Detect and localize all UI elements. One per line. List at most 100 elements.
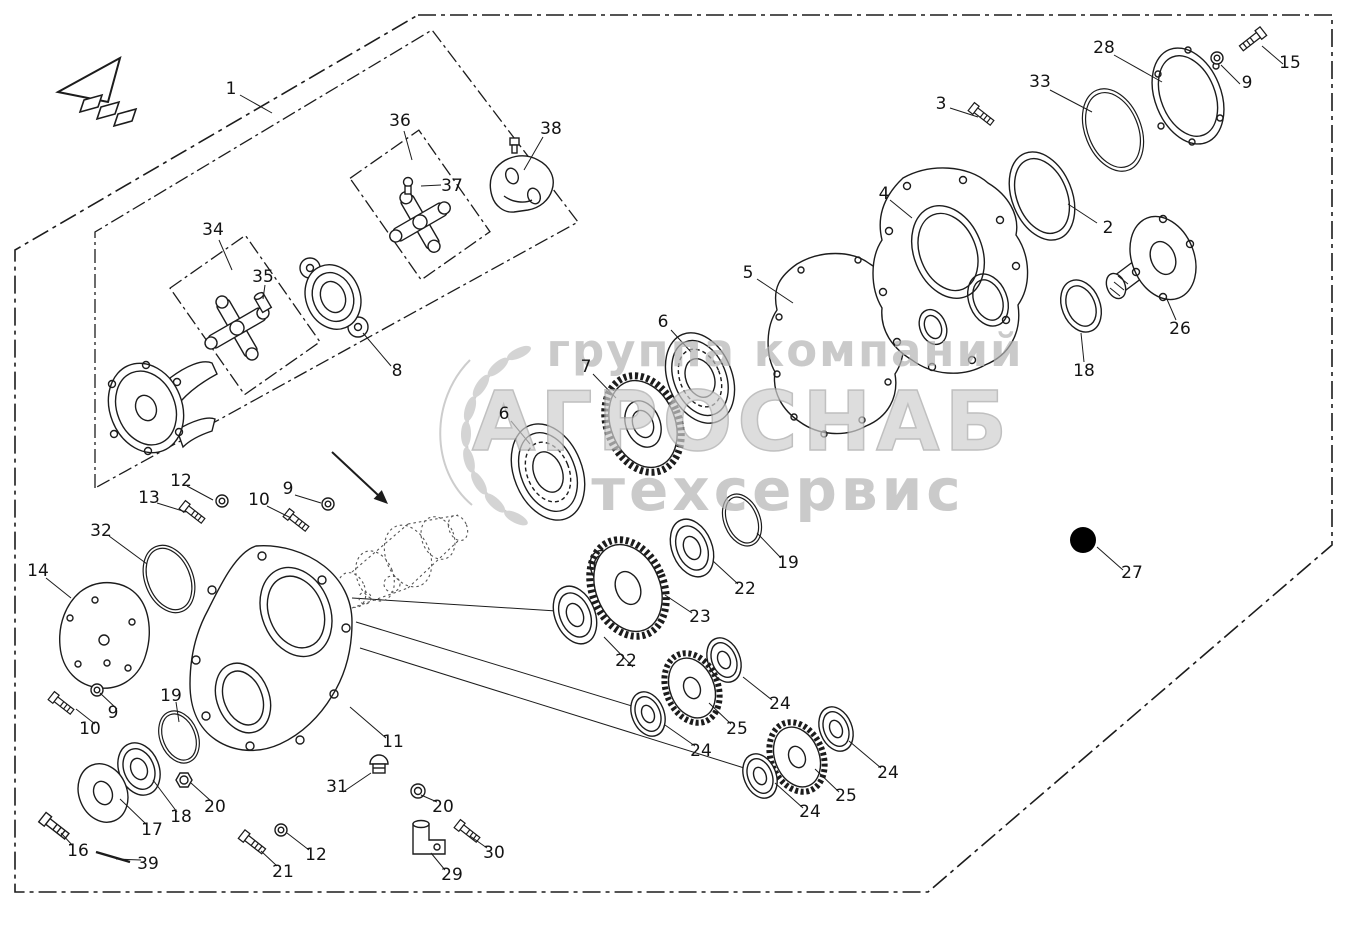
callout-label: 28 [1093,38,1115,58]
callout-label: 24 [690,741,712,761]
part-bearing-22-upper [669,518,715,578]
callout-label: 12 [170,471,192,491]
callout-label: 6 [499,404,510,424]
callout-label: 35 [252,267,274,287]
callout-label: 22 [615,651,637,671]
part-bearing-6-lower [510,423,586,521]
callout-label: 25 [835,786,857,806]
part-seal-ring-2 [1008,151,1076,241]
part-screw-15 [1237,26,1268,54]
part-gasket-ring-33 [1081,88,1145,172]
part-washer-12-lower [274,823,288,837]
callout-label: 24 [799,802,821,822]
callout-label: 37 [441,176,463,196]
callout-label: 18 [170,807,192,827]
callout-label: 24 [877,763,899,783]
part-washer-12-upper [215,494,229,508]
callout-label: 36 [389,111,411,131]
part-bearing-24-d [742,753,778,799]
watermark-line2: АГРОСНАБ [472,375,1012,470]
assembly-arrow [331,451,388,504]
callout-label: 9 [108,703,119,723]
part-bearing-24-b [630,691,666,737]
part-bearing-18-left [117,742,161,796]
assembly-axis-lines [351,597,758,773]
callout-label: 34 [202,220,224,240]
callout-label: 15 [1279,53,1301,73]
callout-label: 4 [879,184,890,204]
part-screw-13 [178,500,207,526]
part-elbow-fitting-29 [412,819,446,855]
part-washer-17 [77,763,129,823]
callout-label: 32 [90,521,112,541]
callout-labels: 1 28 33 9 15 3 36 38 37 4 2 34 35 5 26 6… [27,38,1301,885]
part-bearing-6-upper [664,332,736,424]
part-pin-39 [95,850,131,864]
part-bearing-retainer-8 [299,257,369,338]
part-gasket-28 [1151,46,1225,146]
part-cover-14 [59,581,150,689]
part-snap-ring-19-right [721,493,763,547]
callout-label: 3 [936,94,947,114]
callout-label: 11 [382,732,404,752]
callout-label: 16 [67,841,89,861]
callout-label: 5 [743,263,754,283]
parts-artwork [37,26,1284,871]
part-seal-18-right [1059,279,1103,333]
part-washer-20-right [410,783,426,799]
part-screw-21 [237,829,268,857]
part-flange-yoke [107,360,218,456]
part-universal-joint-cross-36 [389,191,451,253]
part-gear-25-lower [766,719,828,795]
direction-arrow-icon [55,55,138,128]
part-housing-11 [189,544,353,752]
callout-label: 10 [248,490,270,510]
callout-label: 33 [1029,72,1051,92]
part-nut-20-left [175,772,193,788]
callout-label: 17 [141,820,163,840]
part-bearing-22-lower [552,585,598,645]
part-snap-ring-19-left [158,710,200,764]
part-oring-32 [142,544,196,614]
callout-label: 9 [283,479,294,499]
part-plug-27 [1070,527,1096,553]
callout-label: 31 [326,777,348,797]
callout-leader-lines [45,45,1284,871]
part-grease-fitting-37 [402,176,414,195]
part-screw-10-lower [47,691,76,717]
callout-label: 9 [1242,73,1253,93]
callout-label: 24 [769,694,791,714]
part-universal-joint-cross-34 [204,295,270,361]
subgroup-36-border [349,129,491,281]
callout-label: 13 [138,488,160,508]
callout-label: 25 [726,719,748,739]
part-breather-31 [369,754,389,774]
callout-label: 8 [392,361,403,381]
callout-label: 21 [272,862,294,882]
watermark-line1: группа компаний [546,324,1023,377]
phantom-shaft [337,514,469,609]
callout-label: 10 [79,719,101,739]
part-washer-9-upper [321,497,335,511]
callout-label: 18 [1073,361,1095,381]
part-plug-30 [453,819,482,845]
part-gear-25-upper [661,650,723,726]
callout-label: 38 [540,119,562,139]
part-output-flange-26 [1105,214,1197,302]
part-gear-7 [601,372,685,476]
callout-label: 29 [441,865,463,885]
callout-label: 23 [689,607,711,627]
watermark: группа компаний АГРОСНАБ техсервис [439,324,1023,526]
callout-label: 12 [305,845,327,865]
part-screw-16 [37,811,72,842]
watermark-line3: техсервис [591,456,964,524]
callout-label: 14 [27,561,49,581]
callout-label: 39 [137,854,159,874]
part-yoke-38 [489,155,554,213]
callout-label: 1 [226,79,237,99]
callout-label: 27 [1121,563,1143,583]
part-rear-cover-4 [872,167,1029,374]
callout-label: 2 [1103,218,1114,238]
